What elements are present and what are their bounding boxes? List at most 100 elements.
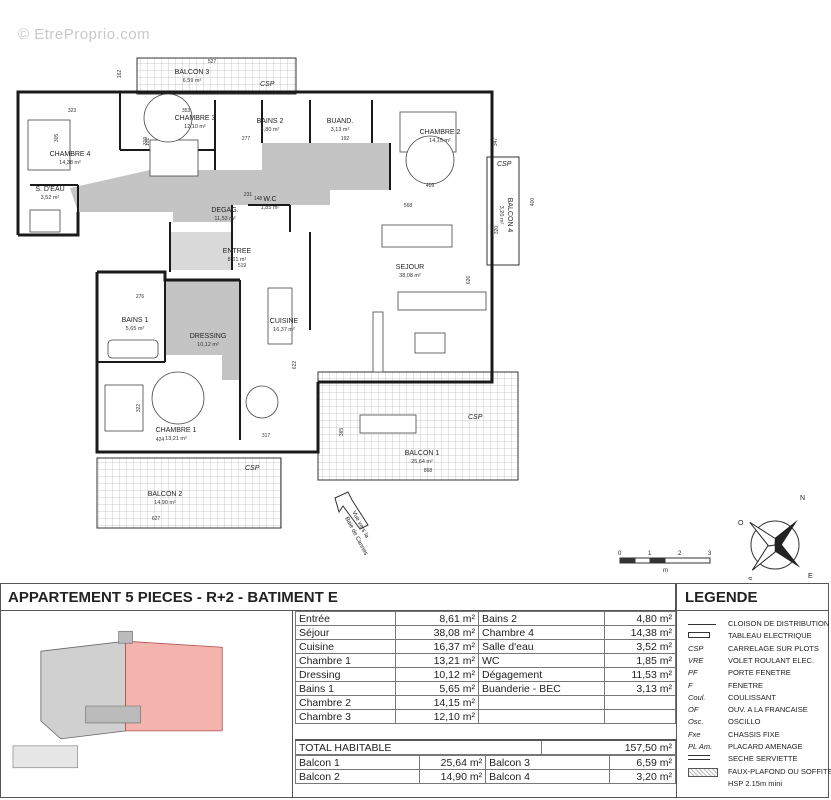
room-area: 13,21 m² [395, 653, 479, 668]
legend-text: SECHE SERVIETTE [728, 754, 798, 764]
balcon-1-area [317, 371, 519, 481]
outer-wall-top [16, 90, 494, 384]
room-name: Buanderie - BEC [478, 681, 605, 696]
sofa [397, 291, 487, 311]
balcony-name: Balcon 2 [295, 769, 420, 784]
dimension-label: 319 [143, 137, 149, 146]
dimension-label: 568 [404, 203, 413, 209]
room-label-chambre-4: CHAMBRE 414,38 m² [50, 151, 91, 166]
round-rug-2 [405, 135, 455, 185]
room-area: 12,10 m² [395, 709, 479, 724]
legend-text: CHASSIS FIXE [728, 729, 780, 739]
svg-text:25,64 m²: 25,64 m² [411, 459, 433, 465]
svg-text:11,53 m²: 11,53 m² [214, 216, 235, 222]
svg-text:3,13 m²: 3,13 m² [331, 127, 350, 133]
dimension-label: 323 [68, 108, 77, 114]
legend-text: COULISSANT [728, 692, 776, 702]
csp-label: CSP [497, 161, 512, 168]
dimension-label: 276 [136, 294, 145, 300]
shower-sdeau [29, 209, 61, 233]
legend-item: HSP 2.15m mini [680, 778, 828, 789]
room-name: Chambre 3 [294, 709, 397, 724]
legend-text: TABLEAU ELECTRIQUE [728, 631, 812, 641]
view-arrow [334, 491, 369, 530]
room-name: Cuisine [294, 639, 397, 654]
svg-text:SEJOUR: SEJOUR [396, 264, 424, 271]
svg-text:6,59 m²: 6,59 m² [183, 78, 202, 84]
legend-text: VOLET ROULANT ELEC. [728, 655, 815, 665]
dimension-label: 162 [117, 70, 123, 79]
legend-text: FENETRE [728, 680, 764, 690]
balcony-area: 6,59 m² [608, 755, 677, 770]
svg-text:1,85 m²: 1,85 m² [261, 205, 280, 211]
svg-text:14,15 m²: 14,15 m² [429, 138, 451, 144]
room-name: Bains 2 [478, 611, 605, 626]
electric-panel-icon [688, 632, 710, 639]
room-label-chambre-2: CHAMBRE 214,15 m² [420, 129, 461, 144]
legend-item: CLOISON DE DISTRIBUTION [680, 618, 830, 629]
kitchen-counter [267, 287, 293, 345]
room-label-bains-2: BAINS 24,80 m² [257, 118, 284, 133]
legend-item: TABLEAU ELECTRIQUE [680, 630, 828, 641]
dimension-label: 868 [424, 468, 433, 474]
legend-code: F [688, 680, 693, 690]
svg-text:3,20 m²: 3,20 m² [498, 206, 504, 225]
room-label-chambre-1: CHAMBRE 113,21 m² [156, 427, 197, 442]
room-name: Entrée [294, 611, 397, 626]
dimension-label: 148 [254, 196, 263, 202]
legend-text: CLOISON DE DISTRIBUTION [728, 619, 830, 628]
legend-code: Fxe [688, 729, 701, 739]
room-name: Chambre 1 [294, 653, 397, 668]
svg-text:8,61 m²: 8,61 m² [228, 257, 247, 263]
dressing-zone [165, 280, 240, 380]
bathtub-1 [107, 339, 159, 359]
dimension-label: 365 [339, 428, 345, 437]
room-label-chambre-3: CHAMBRE 312,10 m² [175, 115, 216, 130]
svg-text:DEGAG.: DEGAG. [211, 207, 238, 214]
legend-item: Osc.OSCILLO [680, 716, 828, 727]
entree-zone [170, 232, 232, 270]
room-area: 14,15 m² [395, 695, 479, 710]
legend-code: Osc. [688, 717, 704, 727]
bed-chambre-4 [27, 119, 71, 171]
csp-label: CSP [468, 414, 483, 421]
balcony-area: 3,20 m² [608, 769, 677, 784]
svg-text:S. D'EAU: S. D'EAU [35, 186, 64, 193]
legend-code: PL Am. [688, 742, 713, 751]
bed-chambre-1 [104, 384, 144, 432]
balcony-name: Balcon 1 [295, 755, 420, 770]
room-area: 38,08 m² [395, 625, 479, 640]
dimension-label: 317 [262, 433, 271, 439]
dimension-label: 400 [530, 198, 536, 207]
room-area: 16,37 m² [395, 639, 479, 654]
legend-item: FAUX-PLAFOND OU SOFFITE [680, 766, 831, 777]
svg-text:4,80 m²: 4,80 m² [261, 127, 280, 133]
compass-rose [749, 519, 801, 571]
dimension-label: 353 [182, 108, 191, 114]
scale-tick: 2 [678, 551, 682, 557]
dimension-label: 627 [152, 516, 161, 522]
room-name: Chambre 4 [478, 625, 605, 640]
csp-label: CSP [260, 81, 275, 88]
svg-text:14,38 m²: 14,38 m² [59, 160, 81, 166]
room-name [478, 695, 605, 710]
svg-text:13,21 m²: 13,21 m² [165, 436, 187, 442]
dimension-label: 101 [145, 138, 151, 147]
legend-text: PORTE FENETRE [728, 668, 791, 678]
dimension-label: 305 [54, 134, 60, 143]
total-value: 157,50 m² [540, 739, 677, 755]
room-name: Séjour [294, 625, 397, 640]
table-row [478, 695, 677, 710]
svg-text:3,52 m²: 3,52 m² [41, 195, 60, 201]
